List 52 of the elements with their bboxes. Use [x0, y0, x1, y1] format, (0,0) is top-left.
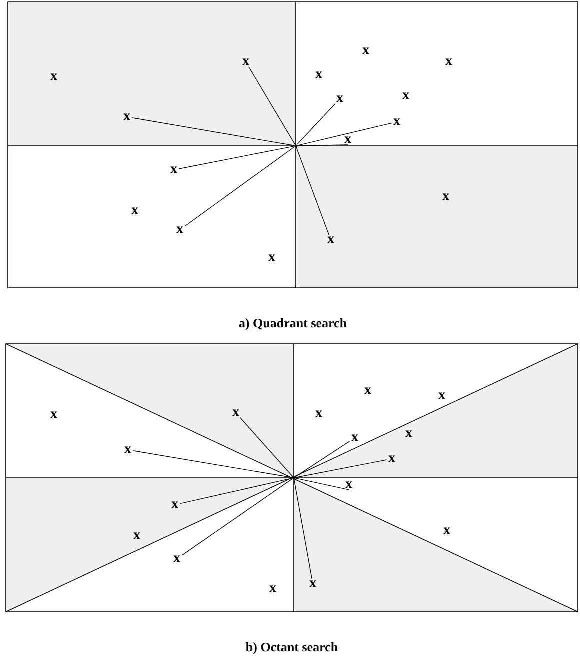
caption: b) Octant search	[246, 642, 338, 654]
x-mark: x	[442, 194, 450, 200]
x-mark: x	[388, 456, 396, 462]
x-mark: x	[364, 388, 372, 394]
x-mark: x	[394, 118, 400, 126]
x-mark: x	[310, 580, 316, 588]
line	[296, 104, 336, 146]
x-mark: x	[316, 72, 322, 78]
line	[182, 478, 294, 556]
line	[132, 118, 295, 146]
x-mark: x	[50, 74, 58, 80]
x-mark: x	[336, 96, 344, 102]
line	[295, 460, 388, 478]
x-mark: x	[362, 48, 370, 54]
line	[178, 146, 295, 170]
x-mark: x	[402, 92, 410, 100]
line	[297, 144, 348, 146]
line	[294, 479, 312, 580]
x-mark: x	[132, 208, 138, 214]
x-mark: x	[124, 446, 132, 454]
line	[180, 478, 293, 504]
x-mark: x	[134, 532, 140, 540]
x-mark: x	[346, 482, 352, 488]
x-mark: x	[438, 392, 446, 400]
x-mark: x	[124, 114, 130, 120]
line	[184, 146, 296, 227]
line	[248, 66, 296, 146]
line	[132, 450, 293, 478]
x-mark: x	[232, 410, 240, 416]
x-mark: x	[446, 58, 452, 66]
line	[294, 441, 350, 478]
x-mark: x	[242, 58, 250, 66]
center-point	[294, 144, 298, 148]
x-mark: x	[270, 586, 276, 592]
x-mark: x	[170, 166, 178, 174]
line	[296, 147, 330, 236]
center-point	[292, 476, 296, 480]
x-mark: x	[406, 430, 412, 438]
x-mark: x	[316, 410, 322, 418]
caption: a) Quadrant search	[239, 318, 347, 330]
x-mark: x	[172, 502, 178, 508]
x-mark: x	[352, 434, 358, 442]
line	[240, 418, 294, 478]
line	[297, 122, 392, 146]
x-mark: x	[174, 556, 180, 562]
x-mark: x	[176, 226, 184, 234]
x-mark: x	[50, 412, 58, 418]
x-mark: x	[328, 236, 334, 244]
x-mark: x	[444, 528, 450, 534]
x-mark: x	[268, 254, 276, 262]
line	[295, 478, 350, 490]
x-mark: x	[344, 136, 352, 144]
